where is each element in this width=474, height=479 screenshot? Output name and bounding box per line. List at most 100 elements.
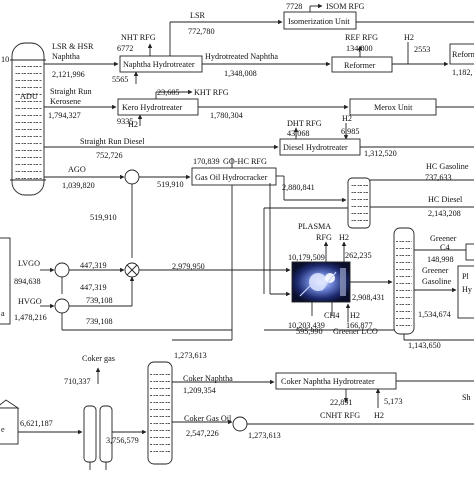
recycle-flow: 519,910: [90, 213, 117, 222]
lsr-hsr-label-2: Naphtha: [52, 52, 80, 61]
coker-drum-flow: 3,756,579: [106, 436, 139, 445]
kerosene-flow: 1,794,327: [48, 111, 81, 120]
lsr-label: LSR: [190, 11, 206, 20]
ago-label: AGO: [68, 165, 86, 174]
kht-h2-flow: 9335: [117, 117, 133, 126]
greener-c4-flow: 148,998: [427, 255, 454, 264]
reforming-unit-partial: [449, 43, 474, 65]
greener-gasoline-flow: 1,534,674: [418, 310, 451, 319]
greener-c4-label-1: Greener: [430, 234, 457, 243]
hc-diesel-label: HC Diesel: [428, 195, 463, 204]
kht-rfg-label: KHT RFG: [194, 88, 229, 97]
ref-h2-flow: 2553: [414, 45, 430, 54]
kero-hydrotreated-flow: 1,780,304: [210, 111, 243, 120]
left-edge-e: e: [1, 425, 5, 434]
nht-rfg-label: NHT RFG: [121, 33, 156, 42]
hydrocracker-product-flow: 2,880,841: [282, 183, 315, 192]
plasma-h2-flow: 262,235: [345, 251, 372, 260]
isom-flow: 7728: [286, 2, 302, 11]
lvgo-split-flow-b: 447,319: [80, 283, 107, 292]
hvgo-split-flow-b: 739,108: [86, 317, 113, 326]
cnht-h2-label: H2: [374, 411, 384, 420]
straight-run-label-2: Kerosene: [50, 97, 81, 106]
hvgo-flow: 1,478,216: [14, 313, 47, 322]
hc-gasoline-label: HC Gasoline: [426, 162, 469, 171]
c4-unit-partial: [465, 243, 474, 261]
left-edge-10: 10: [1, 55, 9, 64]
ref-rfg-label: REF RFG: [345, 33, 378, 42]
reformer-label: Reformer: [344, 61, 376, 70]
hc-gasoline-flow: 737,633: [425, 173, 452, 182]
cnht-rfg-label: CNHT RFG: [320, 411, 360, 420]
isom-rfg-label: ISOM RFG: [326, 2, 365, 11]
srd-label: Straight Run Diesel: [80, 137, 145, 146]
srd-flow: 752,726: [96, 151, 123, 160]
coker-gas-label: Coker gas: [82, 354, 115, 363]
ref-h2-label: H2: [404, 33, 414, 42]
dht-h2-flow: 6,985: [341, 127, 359, 136]
coker-gas-flow: 710,337: [64, 377, 91, 386]
bottom-h2-label: H2: [350, 311, 360, 320]
lsr-hsr-label-1: LSR & HSR: [52, 42, 94, 51]
gohc-rfg-flow: 170,839: [193, 157, 220, 166]
plasma-rfg-flow: 10,179,509: [288, 253, 325, 262]
hc-diesel-flow: 2,143,208: [428, 209, 461, 218]
greener-lco-label: Greener LCO: [333, 327, 378, 336]
reformer: [331, 56, 393, 73]
diesel-hydrotreater-label: Diesel Hydrotreater: [283, 143, 348, 152]
greener-lco-flow: 595,990: [296, 327, 323, 336]
reformate-flow: 1,182,: [452, 68, 472, 77]
naphtha-hydrotreater-label: Naphtha Hydrotreater: [123, 60, 195, 69]
ago-flow: 1,039,820: [62, 181, 95, 190]
ch4-flow: 10,203,439: [288, 321, 325, 330]
gas-oil-hydrocracker: [191, 167, 277, 186]
coker-drums: [83, 405, 113, 470]
lvgo-flow: 894,638: [14, 277, 41, 286]
plasma-h2-label: H2: [339, 233, 349, 242]
left-edge-a: a: [1, 309, 5, 318]
hvgo-label: HVGO: [18, 297, 42, 306]
greener-bottoms-flow: 1,143,650: [408, 341, 441, 350]
coker-feed-total-flow: 6,621,187: [20, 419, 53, 428]
coker-naphtha-flow: 1,209,354: [183, 386, 216, 395]
merox-unit-label: Merox Unit: [374, 103, 413, 112]
greener-gasoline-label-1: Greener: [422, 266, 449, 275]
diesel-hydrotreated-flow: 1,312,520: [364, 149, 397, 158]
lvgo-split-flow-a: 447,319: [80, 261, 107, 270]
pl-label-2: Hy: [462, 285, 473, 294]
hvgo-pump: [54, 298, 70, 314]
bottom-h2-flow: 166,877: [346, 321, 373, 330]
adu-column: [10, 42, 46, 196]
vacuum-column-partial: [0, 237, 11, 325]
storage-tank-partial: [0, 399, 20, 445]
coker-naphtha-hydrotreater-label: Coker Naphtha Hydrotreater: [281, 377, 375, 386]
kht-rfg-flow: 23,605: [157, 88, 180, 97]
hydrotreated-naphtha-label: Hydrotreated Naphtha: [205, 52, 278, 61]
adu-label: ADU: [20, 92, 38, 101]
ref-rfg-flow: 134,800: [346, 44, 373, 53]
ch4-label: CH4: [324, 311, 339, 320]
cnht-rfg-flow: 22,891: [330, 398, 353, 407]
dht-rfg-label: DHT RFG: [287, 119, 322, 128]
coker-gas-oil-out-flow: 1,273,613: [248, 431, 281, 440]
lvgo-pump: [54, 262, 70, 278]
coker-fractionator-column: [147, 361, 173, 465]
lsr-flow: 772,780: [188, 27, 215, 36]
coker-feed-flow: 1,273,613: [174, 351, 207, 360]
hvgo-split-flow-a: 739,108: [86, 296, 113, 305]
cnht-h2-flow: 5,173: [384, 397, 402, 406]
straight-run-label-1: Straight Run: [50, 87, 92, 96]
coker-gas-oil-pump: [232, 416, 248, 432]
ago-mixer: [124, 169, 140, 185]
isomerization-unit: [283, 11, 357, 30]
greener-gasoline-label-2: Gasoline: [422, 277, 451, 286]
dht-h2-label: H2: [342, 114, 352, 123]
coker-gas-oil-label: Coker Gas Oil: [184, 414, 232, 423]
isomerization-unit-label: Isomerization Unit: [288, 17, 350, 26]
kht-h2-label: H2: [128, 120, 138, 129]
hydrocracker-feed-flow: 519,910: [157, 180, 184, 189]
coker-naphtha-label: Coker Naphtha: [183, 374, 233, 383]
coker-gas-oil-flow: 2,547,226: [186, 429, 219, 438]
